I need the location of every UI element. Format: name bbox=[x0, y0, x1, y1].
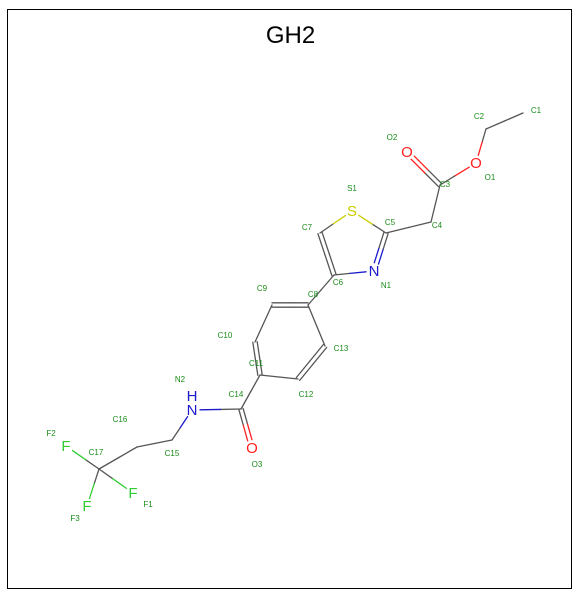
atom-index-C15: C15 bbox=[165, 449, 180, 458]
atom-index-O3: O3 bbox=[252, 460, 263, 469]
bond-N1-C5 bbox=[379, 232, 384, 247]
bond-C17-F1 bbox=[113, 479, 127, 489]
bond-C12-C13 bbox=[300, 364, 314, 381]
bond-N1-C5 bbox=[379, 249, 384, 264]
bond-C3-O2 bbox=[414, 156, 428, 170]
atom-symbol-O3: O bbox=[246, 440, 258, 457]
bond-C4-C5 bbox=[409, 222, 432, 228]
atom-index-F2: F2 bbox=[46, 429, 56, 438]
atom-symbol-O1: O bbox=[470, 155, 482, 172]
bond-N1-C5 bbox=[374, 248, 379, 263]
atom-symbol-N1: N bbox=[369, 263, 380, 280]
bond-C9-C10 bbox=[264, 305, 273, 324]
bond-C2-O1 bbox=[482, 129, 486, 142]
atom-symbol-S1: S bbox=[347, 203, 357, 220]
atom-index-C8: C8 bbox=[308, 290, 319, 299]
atom-index-S1: S1 bbox=[347, 184, 357, 193]
bond-C15-C16 bbox=[155, 440, 173, 444]
atom-index-C3: C3 bbox=[440, 180, 451, 189]
bond-C3-C4 bbox=[431, 204, 436, 223]
bond-C12-C13 bbox=[313, 347, 327, 364]
bond-C9-C10 bbox=[255, 324, 264, 343]
bond-C17-F1 bbox=[99, 469, 113, 479]
bond-C14-O3 bbox=[248, 424, 252, 440]
bond-C16-C17 bbox=[118, 447, 137, 458]
bond-C11-C12 bbox=[260, 375, 279, 377]
atom-index-C11: C11 bbox=[249, 359, 264, 368]
bond-C6-N1 bbox=[350, 272, 366, 274]
atom-index-O2: O2 bbox=[387, 133, 398, 142]
bond-C13-C8 bbox=[308, 305, 317, 326]
atom-index-N1: N1 bbox=[381, 281, 392, 290]
bond-O1-C3 bbox=[455, 167, 470, 176]
bond-S1-C7 bbox=[333, 216, 346, 225]
bond-C10-C11 bbox=[253, 342, 256, 359]
atom-symbol-F2: F bbox=[61, 438, 70, 455]
bond-C14-O3 bbox=[239, 410, 243, 426]
atom-index-C16: C16 bbox=[113, 415, 128, 424]
atom-index-C2: C2 bbox=[474, 112, 485, 121]
bond-C12-C13 bbox=[310, 345, 324, 362]
bond-N1-C5 bbox=[383, 234, 388, 249]
bond-C13-C8 bbox=[317, 326, 326, 347]
atom-symbol-F1: F bbox=[128, 485, 137, 502]
atom-index-F1: F1 bbox=[143, 500, 153, 509]
bond-C17-F3 bbox=[89, 484, 94, 499]
atom-index-O1: O1 bbox=[485, 173, 496, 182]
atom-index-N2: N2 bbox=[175, 375, 186, 384]
bond-C3-O2 bbox=[425, 173, 439, 187]
atom-index-C4: C4 bbox=[432, 221, 443, 230]
atom-index-C13: C13 bbox=[334, 344, 349, 353]
atom-index-C1: C1 bbox=[531, 106, 542, 115]
bond-C5-S1 bbox=[359, 215, 373, 224]
atom-index-C10: C10 bbox=[218, 331, 233, 340]
bond-C16-C17 bbox=[99, 458, 118, 469]
atom-index-C14: C14 bbox=[229, 390, 244, 399]
bond-C3-O2 bbox=[411, 159, 425, 173]
bond-C14-O3 bbox=[243, 408, 247, 424]
atom-index-F3: F3 bbox=[70, 514, 80, 523]
bond-C15-C16 bbox=[137, 444, 155, 448]
atom-index-C17: C17 bbox=[89, 448, 104, 457]
atom-hydrogen-N2: H bbox=[187, 388, 198, 405]
bond-C1-C2 bbox=[486, 121, 505, 129]
bond-C4-C5 bbox=[386, 228, 409, 234]
bond-C2-O1 bbox=[478, 142, 482, 155]
atom-index-C9: C9 bbox=[257, 284, 268, 293]
bond-C14-O3 bbox=[243, 425, 247, 441]
bond-C17-F3 bbox=[94, 469, 99, 484]
bond-C17-F2 bbox=[86, 460, 99, 469]
atom-symbol-F3: F bbox=[82, 498, 91, 515]
atom-symbol-O2: O bbox=[401, 144, 413, 161]
atom-index-C12: C12 bbox=[299, 390, 314, 399]
bond-C1-C2 bbox=[505, 113, 524, 121]
bond-C10-C11 bbox=[257, 342, 260, 359]
bond-C17-F2 bbox=[73, 451, 86, 460]
atom-index-C5: C5 bbox=[385, 218, 396, 227]
bond-N2-C15 bbox=[172, 428, 180, 440]
atom-index-C7: C7 bbox=[302, 223, 313, 232]
bond-C11-C12 bbox=[279, 377, 298, 379]
atom-index-C6: C6 bbox=[333, 278, 344, 287]
bond-C11-C14 bbox=[251, 375, 261, 392]
bond-C12-C13 bbox=[296, 361, 310, 378]
